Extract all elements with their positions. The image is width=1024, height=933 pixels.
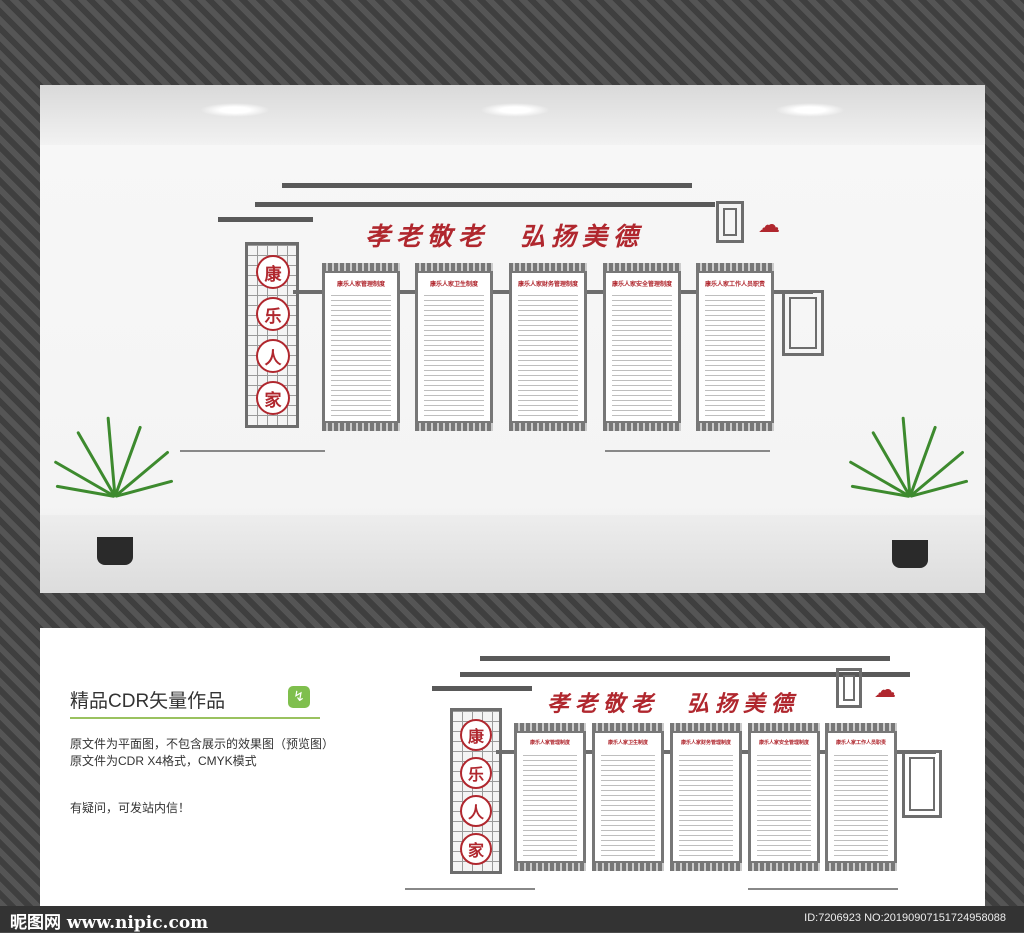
site-watermark[interactable]: 昵图网 www.nipic.com [10,913,209,933]
vertical-name-lattice: 康 乐 人 家 [450,708,502,874]
rules-panel: 康乐人家卫生制度 [415,263,493,431]
info-title: 精品CDR矢量作品 [70,691,226,712]
swirl-line [748,888,898,890]
name-char: 康 [460,719,492,751]
roof-line-left [432,686,532,691]
panel-title: 康乐人家工作人员职责 [835,740,886,746]
ceiling-light [200,103,270,117]
red-cloud-icon: ☁ [874,678,896,703]
footer-bar [0,906,1024,932]
red-cloud-icon: ☁ [758,213,780,238]
wall-mockup-preview: 孝老敬老 弘扬美德 ☁ 康 乐 人 家 康乐人家管理制度 康乐人家卫生制度 康乐… [40,85,985,593]
rules-panel: 康乐人家工作人员职责 [825,723,897,871]
info-line-2: 原文件为CDR X4格式，CMYK模式 [70,754,257,768]
name-char: 乐 [256,297,290,331]
panel-title: 康乐人家安全管理制度 [611,281,672,288]
lattice-ornament [716,201,744,243]
rules-panel: 康乐人家财务管理制度 [509,263,587,431]
name-char: 康 [256,255,290,289]
swirl-line [605,450,770,452]
roof-line-top [282,183,692,188]
info-line-1: 原文件为平面图，不包含展示的效果图（预览图） [70,737,335,751]
panel-title: 康乐人家卫生制度 [607,740,648,746]
right-frame-ornament [782,290,824,356]
slogan: 孝老敬老 弘扬美德 [365,222,645,251]
name-char: 家 [256,381,290,415]
panel-title: 康乐人家安全管理制度 [758,740,809,746]
rules-panel: 康乐人家安全管理制度 [603,263,681,431]
info-divider [70,717,320,719]
name-char: 家 [460,833,492,865]
ceiling-light [775,103,845,117]
rules-panel: 康乐人家财务管理制度 [670,723,742,871]
roof-line-mid [255,202,715,207]
roof-line-left [218,217,313,222]
rules-panel: 康乐人家安全管理制度 [748,723,820,871]
roof-line-mid [460,672,910,677]
right-frame-ornament [902,750,942,818]
name-char: 人 [460,795,492,827]
panel-title: 康乐人家管理制度 [529,740,570,746]
image-id-text: ID:7206923 NO:20190907151724958088 [804,912,1006,924]
lattice-ornament [836,668,862,708]
potted-plant [840,385,980,575]
vertical-name-lattice: 康 乐 人 家 [245,242,299,428]
potted-plant [45,385,185,575]
roof-line-top [480,656,890,661]
name-char: 人 [256,339,290,373]
rules-panel: 康乐人家管理制度 [514,723,586,871]
nipic-leaf-icon: ↯ [288,686,310,708]
floor [40,515,985,593]
rules-panel: 康乐人家卫生制度 [592,723,664,871]
panel-title: 康乐人家工作人员职责 [704,281,765,288]
info-line-3: 有疑问，可发站内信！ [70,801,191,815]
rules-panel: 康乐人家工作人员职责 [696,263,774,431]
flat-design-preview: 孝老敬老 弘扬美德 ☁ 康 乐 人 家 康乐人家管理制度 康乐人家卫生制度 康乐… [40,628,985,906]
ceiling-light [480,103,550,117]
panel-title: 康乐人家卫生制度 [429,281,478,288]
swirl-line [405,888,535,890]
slogan: 孝老敬老 弘扬美德 [547,691,800,717]
swirl-line [180,450,325,452]
panel-title: 康乐人家财务管理制度 [680,740,731,746]
panel-title: 康乐人家管理制度 [336,281,385,288]
name-char: 乐 [460,757,492,789]
rules-panel: 康乐人家管理制度 [322,263,400,431]
panel-title: 康乐人家财务管理制度 [517,281,578,288]
